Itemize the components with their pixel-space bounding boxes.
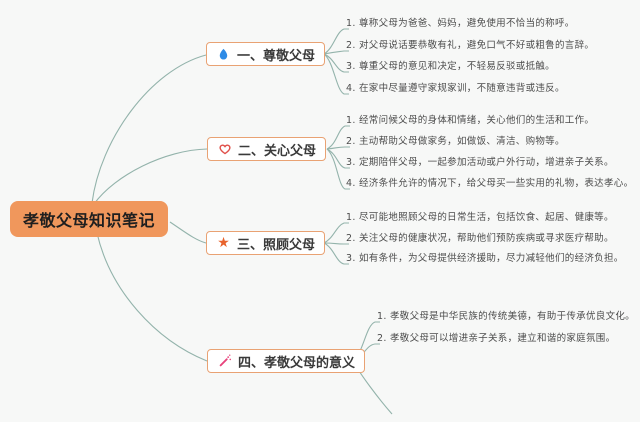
flame-icon [216,47,231,62]
leaf-item[interactable]: 1. 尊称父母为爸爸、妈妈，避免使用不恰当的称呼。 [346,18,575,29]
leaf-item[interactable]: 2. 主动帮助父母做家务，如做饭、清洁、购物等。 [346,136,565,147]
heart-icon [217,142,232,157]
branch-meaning-of-filial-piety[interactable]: 四、孝敬父母的意义 [207,349,366,373]
link-b2-leaf4 [326,148,350,190]
branch-respect-parents[interactable]: 一、尊敬父母 [206,42,326,66]
leaf-item[interactable]: 4. 经济条件允许的情况下，给父母买一些实用的礼物，表达孝心。 [346,178,634,189]
link-root-branch2 [93,148,208,205]
star-icon: ★ [217,234,230,251]
branch-label: 一、尊敬父母 [237,48,316,64]
leaf-item[interactable]: 2. 孝敬父母可以增进亲子关系，建立和谐的家庭氛围。 [377,333,616,344]
leaf-item[interactable]: 2. 关注父母的健康状况，帮助他们预防疾病或寻求医疗帮助。 [346,233,614,244]
leaf-item[interactable]: 3. 尊重父母的意见和决定，不轻易反驳或抵触。 [346,61,555,72]
root-topic-node[interactable]: 孝敬父母知识笔记 [10,201,169,237]
link-b2-leaf3 [326,148,350,169]
leaf-item[interactable]: 3. 如有条件，为父母提供经济援助，尽力减轻他们的经济负担。 [346,253,624,264]
link-b2-leaf1 [326,125,350,150]
link-root-branch4 [96,232,208,362]
link-b1-leaf4 [323,53,349,95]
link-b1-leaf3 [323,53,349,73]
branch-label: 二、关心父母 [238,143,317,159]
leaf-item[interactable]: 2. 对父母说话要恭敬有礼，避免口气不好或粗鲁的言辞。 [346,40,595,51]
link-b1-leaf2 [323,50,349,55]
link-b2-leaf2 [326,146,350,150]
branch-care-for-parents[interactable]: 二、关心父母 [207,137,327,161]
leaf-item[interactable]: 3. 定期陪伴父母，一起参加活动或户外行动，增进亲子关系。 [346,157,614,168]
link-b1-leaf1 [323,28,349,55]
leaf-item[interactable]: 1. 尽可能地照顾父母的日常生活，包括饮食、起居、健康等。 [346,212,614,223]
link-b3-leaf1 [323,222,349,244]
leaf-item[interactable]: 1. 经常问候父母的身体和情绪，关心他们的生活和工作。 [346,115,595,126]
link-b3-leaf3 [323,242,349,265]
wand-icon [217,354,232,369]
branch-look-after-parents[interactable]: ★ 三、照顾父母 [206,231,326,255]
leaf-item[interactable]: 1. 孝敬父母是中华民族的传统美德，有助于传承优良文化。 [377,311,635,322]
link-root-branch3 [169,221,207,244]
leaf-item[interactable]: 4. 在家中尽量遵守家规家训，不随意违背或违反。 [346,83,565,94]
branch-label: 四、孝敬父母的意义 [238,355,356,371]
link-b3-leaf2 [323,242,349,245]
link-root-branch1 [91,54,207,204]
branch-label: 三、照顾父母 [237,237,316,253]
